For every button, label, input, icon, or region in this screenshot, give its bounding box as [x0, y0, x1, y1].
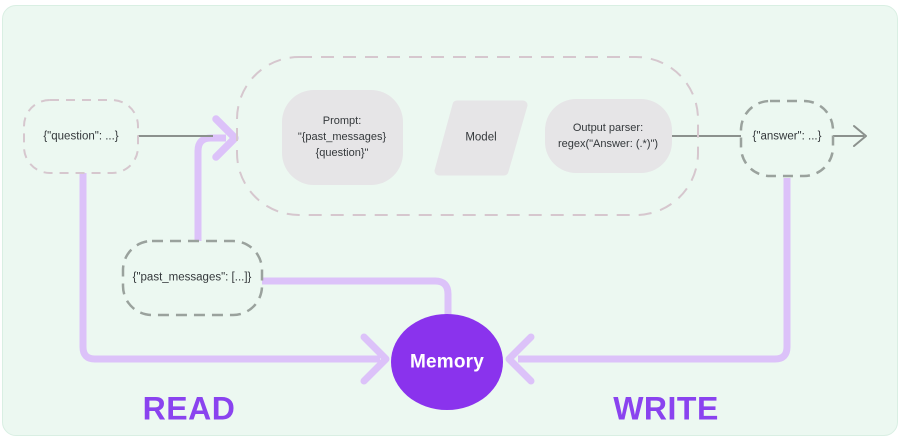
memory-node-label: Memory [409, 351, 485, 373]
read-flow-label: READ [142, 390, 236, 427]
output-parser-line-2: regex("Answer: (.*)") [557, 138, 659, 150]
question-node-border [23, 99, 139, 174]
memory-write-arrowhead-icon [505, 333, 535, 385]
write-flow-label: WRITE [613, 390, 719, 427]
memory-read-arrowhead-icon [360, 333, 390, 385]
output-parser-line-1: Output parser: [572, 122, 644, 134]
memory-node-shape [391, 314, 503, 410]
prompt-line-3: {question}" [315, 147, 369, 159]
past-messages-to-chain-connector [194, 134, 226, 241]
question-node-label: {"question": ...} [43, 130, 119, 143]
past-messages-node-label: {"past_messages": [...]} [132, 271, 252, 284]
prompt-line-1: Prompt: [322, 115, 362, 127]
answer-output-arrowhead-icon [853, 125, 867, 147]
past-messages-node-border [121, 239, 264, 317]
model-node-shape [434, 100, 528, 176]
output-parser-node-shape [545, 99, 672, 173]
memory-to-past-messages-connector [262, 277, 452, 318]
prompt-node-label: Prompt: "{past_messages} {question}" [298, 113, 386, 161]
answer-node-label: {"answer": ...} [752, 130, 822, 143]
chain-input-arrowhead-icon [212, 115, 239, 161]
chain-container [236, 56, 699, 216]
prompt-line-2: "{past_messages} [297, 131, 387, 143]
model-node-label: Model [465, 131, 497, 144]
question-to-memory-connector [79, 173, 380, 363]
answer-to-memory-connector [518, 178, 791, 363]
answer-node-border [739, 99, 835, 178]
prompt-node-shape [282, 90, 403, 185]
output-parser-node-label: Output parser: regex("Answer: (.*)") [558, 120, 658, 152]
